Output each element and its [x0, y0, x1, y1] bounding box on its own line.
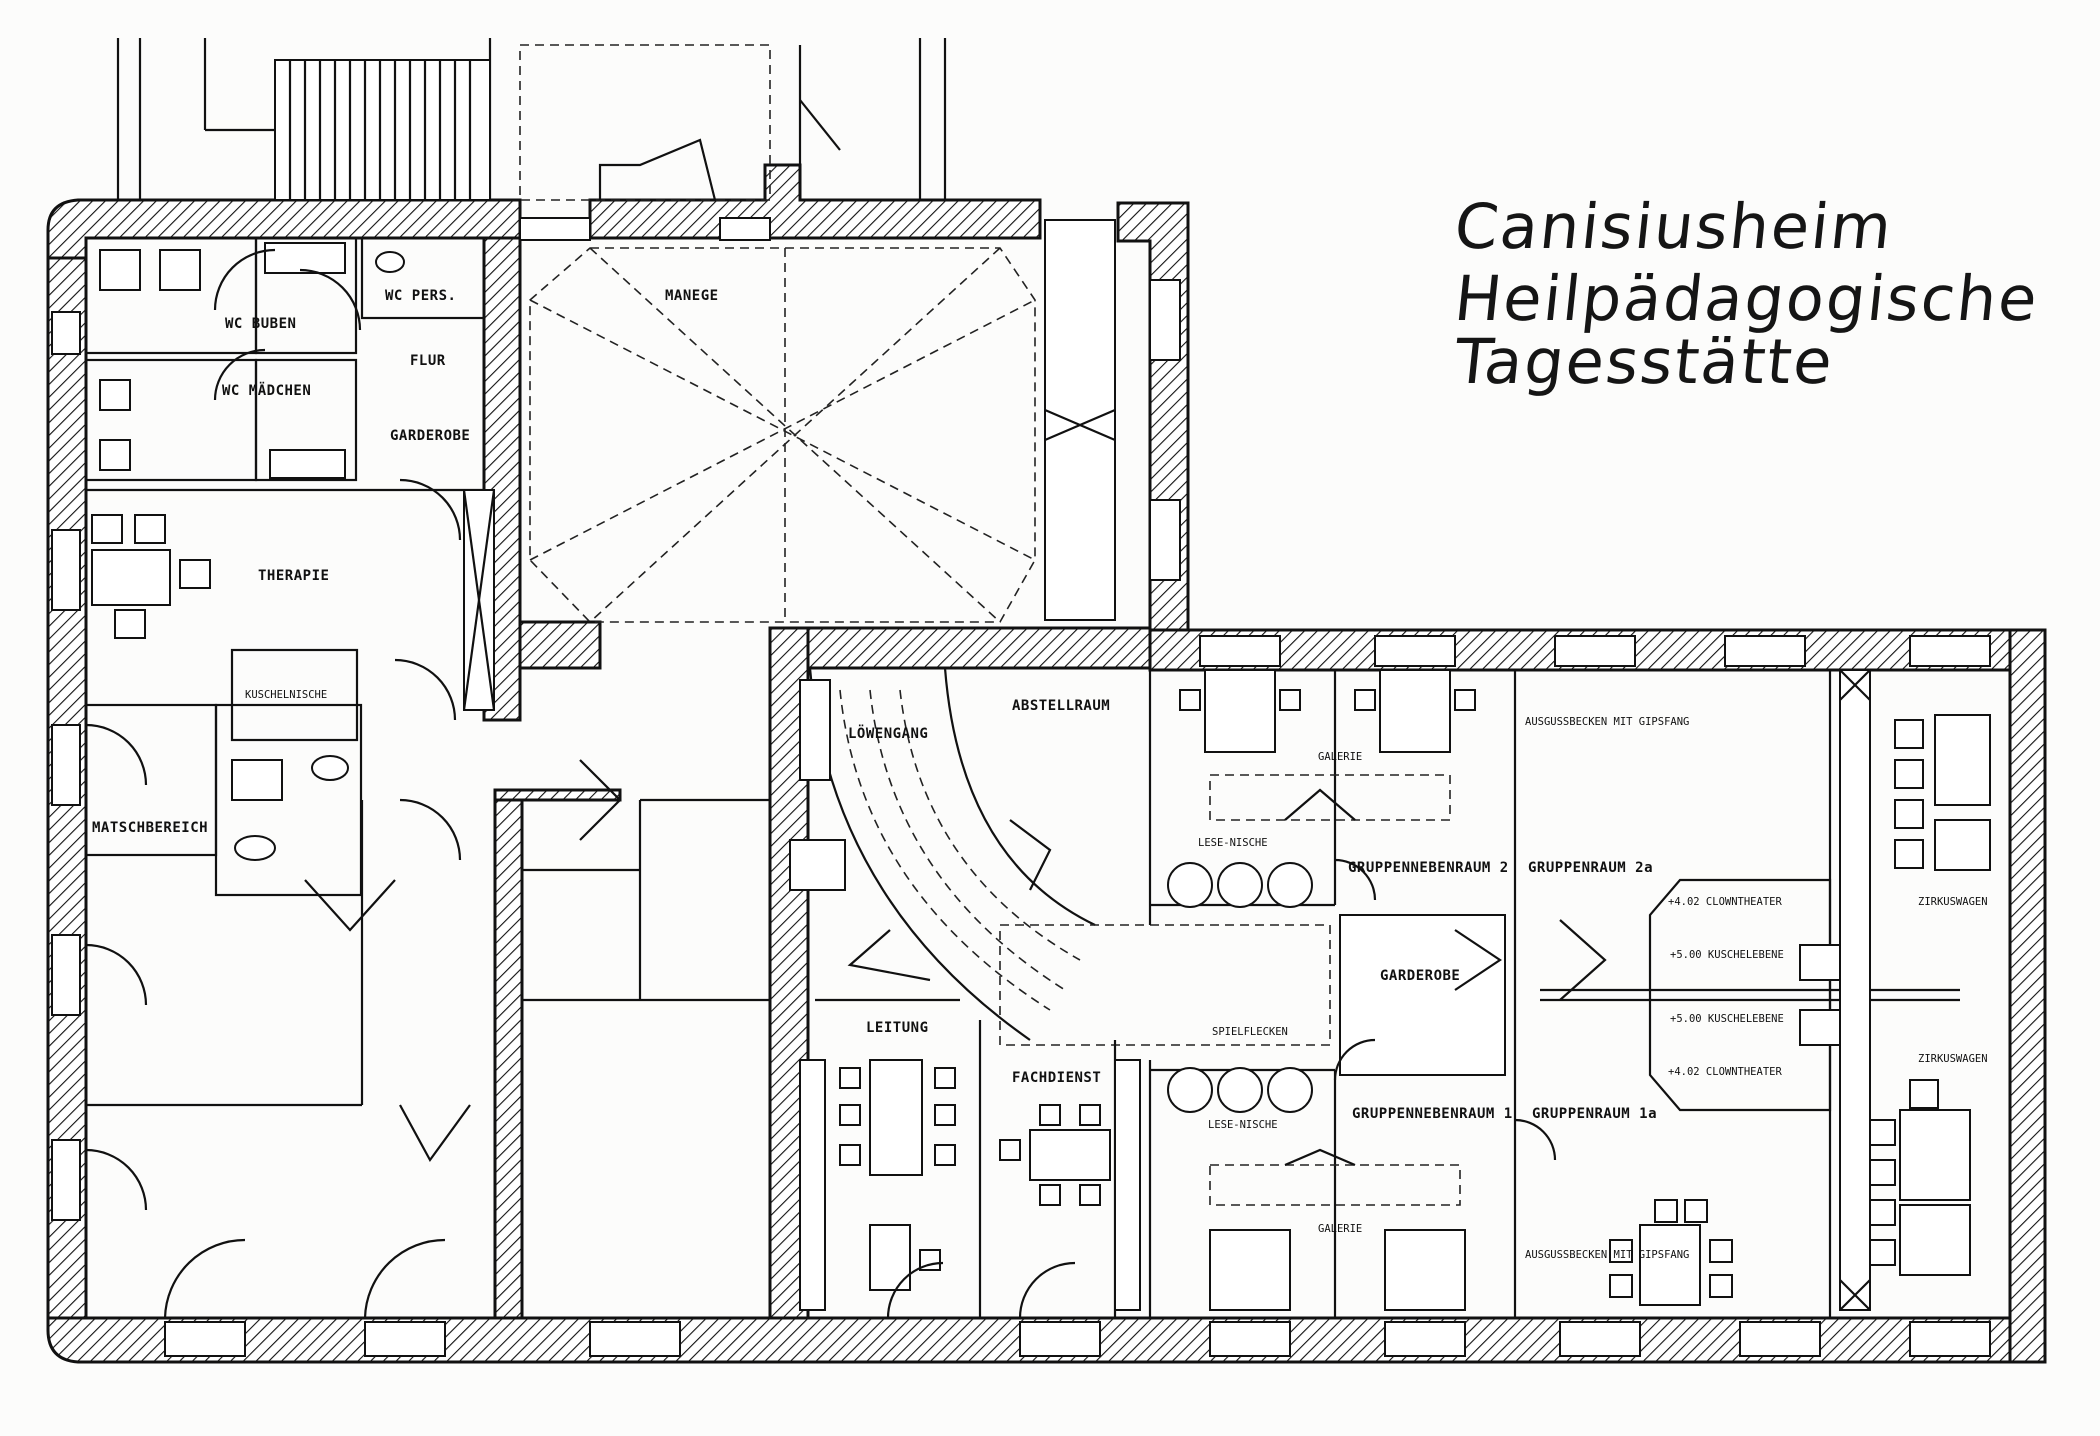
window [519, 217, 591, 241]
toilet-icon [159, 249, 201, 291]
window [51, 529, 81, 611]
manege-south-wall [518, 620, 602, 670]
label-clowntheater-bottom: +4.02 CLOWNTHEATER [1668, 1066, 1782, 1078]
label-gruppenraum-2a: GRUPPENRAUM 2a [1528, 860, 1653, 876]
window [1909, 635, 1991, 667]
window [1909, 1321, 1991, 1357]
window [51, 724, 81, 806]
window [164, 1321, 246, 1357]
manege-side-panel [1044, 219, 1116, 621]
manege-area [462, 219, 1116, 711]
window [719, 217, 771, 241]
sanitary-fixtures [99, 242, 405, 861]
therapie-furniture [91, 514, 211, 639]
east-rooms [1148, 669, 1991, 1318]
lowengang-west-wall [768, 626, 810, 1320]
sink-icon [269, 449, 346, 479]
window [1724, 635, 1806, 667]
label-garderobe-mid: GARDEROBE [1380, 968, 1460, 984]
label-therapie: THERAPIE [258, 568, 329, 584]
toilet-icon [99, 379, 131, 411]
window [1739, 1321, 1821, 1357]
toilet-icon [99, 439, 131, 471]
leitung-table [869, 1059, 923, 1176]
office-rooms [799, 998, 1141, 1319]
window [51, 934, 81, 1016]
label-lese-nische-bottom: LESE-NISCHE [1208, 1119, 1278, 1131]
toilet-icon [99, 249, 141, 291]
east-wall [2008, 628, 2047, 1364]
label-galerie-bottom: GALERIE [1318, 1223, 1362, 1235]
label-ausgussbecken-top: AUSGUSSBECKEN MIT GIPSFANG [1525, 716, 1689, 728]
window [1384, 1321, 1466, 1357]
label-galerie-top: GALERIE [1318, 751, 1362, 763]
window [51, 1139, 81, 1221]
label-ausgussbecken-bottom: AUSGUSSBECKEN MIT GIPSFANG [1525, 1249, 1689, 1261]
window [1374, 635, 1456, 667]
galerie-top-outline [1209, 774, 1451, 821]
sink-icon [264, 242, 346, 274]
north-exterior [116, 38, 947, 201]
north-wall-manege [588, 163, 1042, 240]
shower-icon [231, 759, 283, 801]
toilet-icon [234, 835, 276, 861]
label-wc-maedchen: WC MÄDCHEN [222, 382, 311, 399]
doors-west [85, 248, 622, 1319]
label-abstellraum: ABSTELLRAUM [1012, 698, 1110, 714]
window [1019, 1321, 1101, 1357]
window [1149, 499, 1181, 581]
lowengang-pillar [789, 839, 846, 891]
label-wc-buben: WC BUBEN [225, 316, 296, 332]
window [1554, 635, 1636, 667]
label-gruppenraum-1a: GRUPPENRAUM 1a [1532, 1106, 1657, 1122]
label-zirkuswagen-top: ZIRKUSWAGEN [1918, 896, 1988, 908]
stair-steps [288, 60, 472, 200]
label-kuschelebene-top: +5.00 KUSCHELEBENE [1670, 949, 1784, 961]
galerie-bottom-outline [1209, 1164, 1461, 1206]
label-kuschelebene-bottom: +5.00 KUSCHELEBENE [1670, 1013, 1784, 1025]
interior-partitions-west [84, 236, 770, 1320]
outer-walls [46, 163, 2047, 1364]
label-gruppennebenraum-2: GRUPPENNEBENRAUM 2 [1348, 860, 1509, 876]
lowengang-corridor [789, 667, 1331, 1046]
label-matschbereich: MATSCHBEREICH [92, 820, 208, 836]
label-gruppennebenraum-1: GRUPPENNEBENRAUM 1 [1352, 1106, 1513, 1122]
window [1209, 1321, 1291, 1357]
label-garderobe-top: GARDEROBE [390, 428, 470, 444]
label-spielflecken: SPIELFLECKEN [1212, 1026, 1288, 1038]
sink-icon [311, 755, 349, 781]
label-leitung: LEITUNG [866, 1020, 929, 1036]
windows [51, 217, 1991, 1357]
label-kuschelnische: KUSCHELNISCHE [245, 689, 327, 701]
window [589, 1321, 681, 1357]
label-lese-nische-top: LESE-NISCHE [1198, 837, 1268, 849]
window [1559, 1321, 1641, 1357]
label-clowntheater-top: +4.02 CLOWNTHEATER [1668, 896, 1782, 908]
exterior-stair [274, 59, 491, 201]
garderobe-mid-block [1339, 914, 1506, 1076]
leitung-shelf [799, 1059, 826, 1311]
label-zirkuswagen-bottom: ZIRKUSWAGEN [1918, 1053, 1988, 1065]
label-flur: FLUR [410, 353, 446, 369]
label-lowengang: LÖWENGANG [848, 724, 928, 742]
toilet-icon [375, 251, 405, 273]
room-labels: WC BUBEN WC PERS. WC MÄDCHEN FLUR GARDER… [92, 288, 1988, 1261]
label-manege: MANEGE [665, 288, 719, 304]
window [1149, 279, 1181, 361]
window [364, 1321, 446, 1357]
window [1199, 635, 1281, 667]
lowengang-north-wall [768, 626, 1152, 670]
label-wc-pers: WC PERS. [385, 288, 456, 304]
fachdienst-table [1029, 1129, 1111, 1181]
label-fachdienst: FACHDIENST [1012, 1070, 1101, 1086]
window [51, 311, 81, 355]
clowntheater-platform [1648, 878, 1832, 1112]
